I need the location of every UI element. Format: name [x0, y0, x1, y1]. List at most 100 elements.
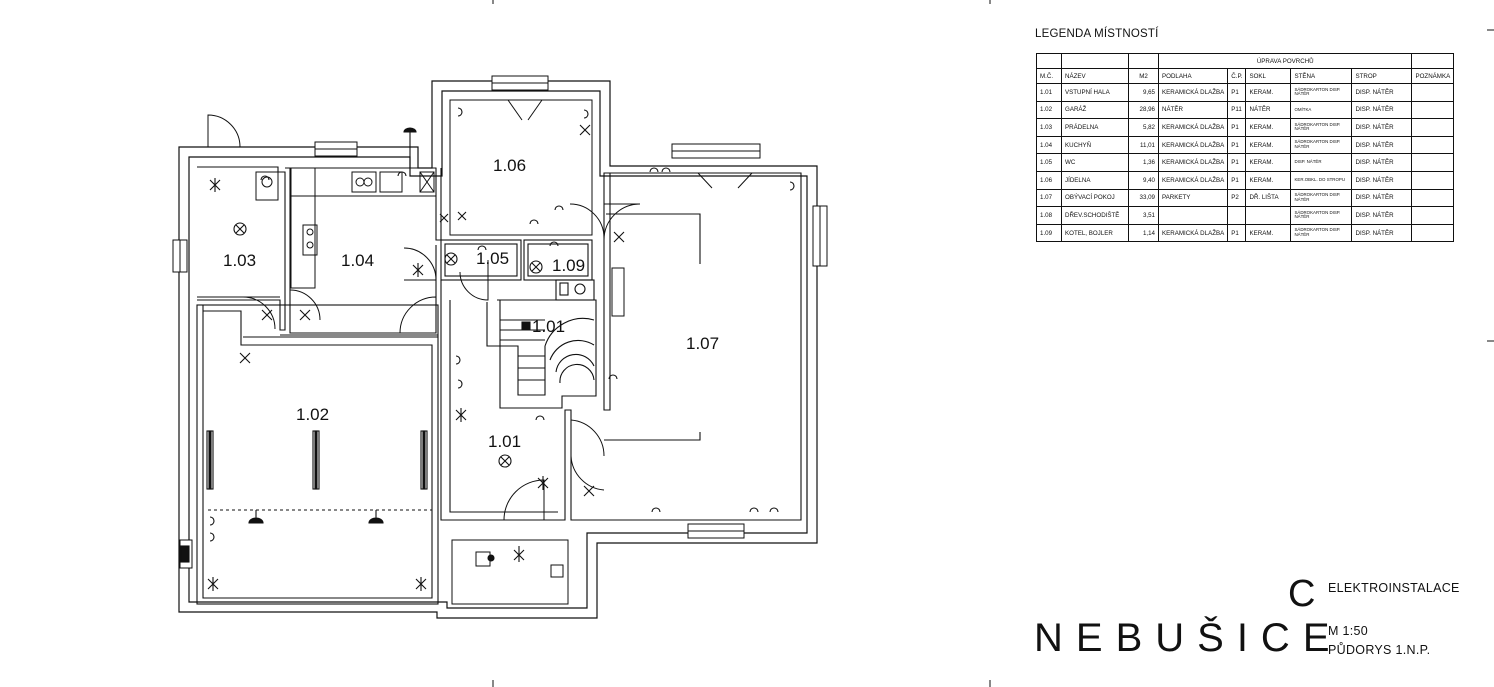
table-cell-note [1411, 83, 1455, 102]
table-cell-ceiling: DISP. NÁTĚR [1351, 153, 1413, 172]
switch-icon [613, 231, 625, 243]
electrical-fixtures [180, 107, 795, 591]
table-cell-wall: SÁDROKARTON DISP. NÁTĚR [1290, 206, 1353, 225]
table-cell-base: KERAM. [1245, 153, 1292, 172]
table-cell-area: 1,36 [1128, 153, 1159, 172]
room-label: 1.02 [296, 405, 329, 424]
table-cell-wall: KER.OBKL. DO STROPU [1290, 170, 1353, 190]
switch-icon [579, 124, 591, 136]
table-cell-area: 9,65 [1128, 83, 1159, 102]
column-header: M.Č. [1036, 68, 1062, 84]
table-cell-area: 9,40 [1128, 170, 1159, 190]
table-cell-area: 1,14 [1128, 223, 1159, 243]
column-header: SOKL [1245, 68, 1292, 84]
table-cell-area: 5,82 [1128, 118, 1159, 137]
table-cell-note [1411, 170, 1455, 190]
table-cell-name: KUCHYŇ [1061, 135, 1129, 155]
ceiling-light-icon [444, 252, 458, 266]
table-cell-name: DŘEV.SCHODIŠTĚ [1061, 206, 1129, 225]
table-cell-ceiling: DISP. NÁTĚR [1351, 83, 1413, 102]
room-label: 1.05 [476, 249, 509, 268]
project-title: NEBUŠICE [1034, 616, 1343, 660]
ceiling-light-icon [498, 454, 512, 468]
table-cell-no: 1.06 [1036, 170, 1062, 190]
ceiling-light-icon [529, 260, 543, 274]
table-cell-name: PRÁDELNA [1061, 118, 1129, 137]
table-cell-area: 33,09 [1128, 188, 1159, 208]
table-cell-no: 1.03 [1036, 118, 1062, 137]
table-cell-wall: SÁDROKARTON DISP. NÁTĚR [1290, 118, 1353, 137]
group-header: ÚPRAVA POVRCHŮ [1157, 53, 1413, 69]
socket-icons [209, 107, 795, 542]
table-cell-ceiling: DISP. NÁTĚR [1351, 118, 1413, 137]
table-cell-note [1411, 188, 1455, 208]
table-cell-ceiling: DISP. NÁTĚR [1351, 135, 1413, 155]
doors [207, 99, 753, 521]
table-cell-base: KERAM. [1245, 135, 1292, 155]
table-cell-ceiling: DISP. NÁTĚR [1351, 223, 1413, 243]
sheet-letter: C [1288, 573, 1316, 615]
room-label: 1.06 [493, 156, 526, 175]
table-cell-floor: KERAMICKÁ DLAŽBA [1157, 118, 1229, 137]
room-label: 1.01 [532, 317, 565, 336]
switch-icon [261, 309, 273, 321]
room-label: 1.01 [488, 432, 521, 451]
table-cell-wall: DISP. NÁTĚR [1290, 153, 1353, 172]
windows [172, 75, 828, 569]
sheet-name-label: PŮDORYS 1.N.P. [1328, 643, 1431, 657]
header-row: M.Č. NÁZEV M2 PODLAHA Č.P. SOKL STĚNA ST… [1036, 68, 1455, 84]
terrace [451, 539, 569, 605]
table-cell-no: 1.04 [1036, 135, 1062, 155]
legend-title: LEGENDA MÍSTNOSTÍ [1035, 28, 1159, 40]
switch-icon [412, 263, 424, 277]
room-label: 1.07 [686, 334, 719, 353]
room-labels: 1.06 1.04 1.03 1.05 1.09 1.01 1.07 1.02 … [223, 156, 719, 451]
table-cell-area: 28,96 [1128, 100, 1159, 120]
table-cell-name: JÍDELNA [1061, 170, 1129, 190]
table-cell-cp: P1 [1227, 170, 1247, 190]
switch-icon [537, 476, 549, 490]
switch-icon [239, 352, 251, 364]
table-cell-base: DŘ. LIŠTA [1245, 188, 1292, 208]
switch-icon [207, 577, 219, 591]
table-cell-floor: PARKETY [1157, 188, 1229, 208]
column-header: M2 [1128, 68, 1159, 84]
table-cell-area: 3,51 [1128, 206, 1159, 225]
table-cell-floor: KERAMICKÁ DLAŽBA [1157, 83, 1229, 102]
room-label: 1.09 [552, 256, 585, 275]
column-header: STROP [1351, 68, 1413, 84]
switch-icon [513, 546, 525, 562]
column-header: STĚNA [1290, 68, 1353, 84]
garage-walls [196, 304, 439, 605]
table-cell-base: KERAM. [1245, 170, 1292, 190]
table-cell-wall: OMÍTKA [1290, 100, 1353, 120]
table-cell-no: 1.02 [1036, 100, 1062, 120]
table-cell-floor: KERAMICKÁ DLAŽBA [1157, 223, 1229, 243]
table-cell-name: KOTEL, BOJLER [1061, 223, 1129, 243]
table-cell-no: 1.09 [1036, 223, 1062, 243]
interior-walls [197, 99, 802, 521]
table-cell-base [1245, 206, 1292, 225]
table-cell-floor: KERAMICKÁ DLAŽBA [1157, 135, 1229, 155]
table-cell-note [1411, 223, 1455, 243]
switch-icon [457, 211, 467, 221]
table-cell-cp: P2 [1227, 188, 1247, 208]
crop-marks [492, 0, 1494, 687]
table-cell-cp [1227, 206, 1247, 225]
table-cell-cp: P1 [1227, 118, 1247, 137]
table-cell-no: 1.07 [1036, 188, 1062, 208]
discipline-label: ELEKTROINSTALACE [1328, 581, 1460, 595]
column-header: PODLAHA [1157, 68, 1229, 84]
scale-label: M 1:50 [1328, 624, 1369, 638]
table-cell-base: KERAM. [1245, 118, 1292, 137]
table-cell-note [1411, 135, 1455, 155]
table-cell-floor: NÁTĚR [1157, 100, 1229, 120]
switch-icon [299, 309, 311, 321]
